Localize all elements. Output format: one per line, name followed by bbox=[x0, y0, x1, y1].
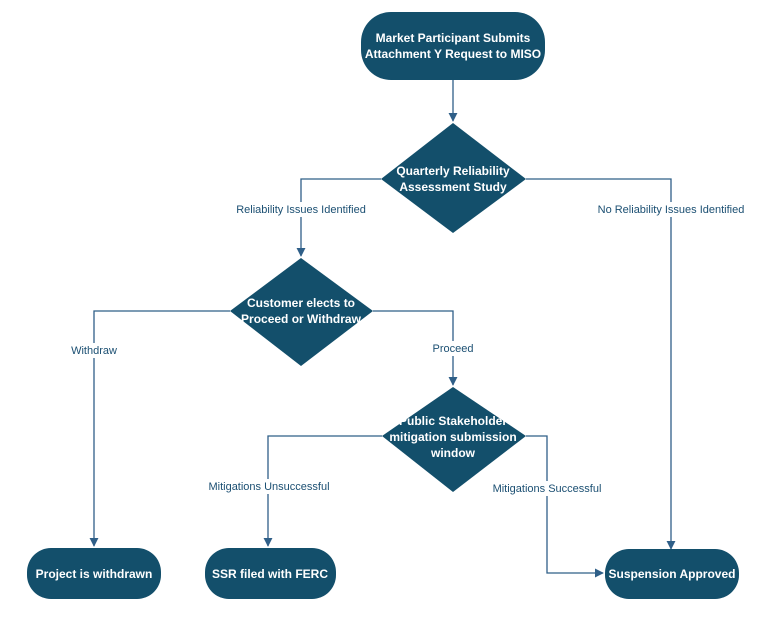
node-customer-decision: Customer elects to Proceed or Withdraw bbox=[230, 258, 373, 366]
node-public-decision: Public Stakeholder mitigation submission… bbox=[382, 387, 526, 492]
node-suspension-approved: Suspension Approved bbox=[605, 549, 739, 599]
node-quarterly-decision: Quarterly Reliability Assessment Study bbox=[381, 123, 526, 233]
node-public-line3: window bbox=[430, 446, 476, 460]
node-public-line1: Public Stakeholder bbox=[399, 414, 507, 428]
node-start-line1: Market Participant Submits bbox=[376, 31, 531, 45]
node-public-line2: mitigation submission bbox=[389, 430, 516, 444]
edge-customer-to-withdrawn bbox=[89, 310, 230, 547]
label-no-reliability-issues: No Reliability Issues Identified bbox=[598, 204, 745, 216]
label-mitigations-unsuccessful: Mitigations Unsuccessful bbox=[208, 481, 329, 493]
node-project-withdrawn: Project is withdrawn bbox=[27, 548, 161, 599]
edge-customer-to-public bbox=[373, 310, 458, 386]
edge-quarterly-to-approved bbox=[526, 178, 676, 550]
edge-quarterly-to-customer bbox=[296, 178, 381, 257]
label-proceed: Proceed bbox=[433, 343, 474, 355]
node-ssr-filed: SSR filed with FERC bbox=[205, 548, 336, 599]
edge-public-to-approved bbox=[526, 435, 604, 578]
edge-public-to-ssr bbox=[263, 435, 382, 547]
node-withdrawn-label: Project is withdrawn bbox=[36, 567, 153, 581]
node-customer-line2: Proceed or Withdraw bbox=[241, 312, 362, 326]
label-mitigations-successful: Mitigations Successful bbox=[493, 483, 602, 495]
node-approved-label: Suspension Approved bbox=[609, 567, 736, 581]
edge-labels: Reliability Issues Identified No Reliabi… bbox=[70, 202, 744, 496]
node-start-line2: Attachment Y Request to MISO bbox=[365, 47, 541, 61]
label-withdraw: Withdraw bbox=[71, 345, 117, 357]
connectors bbox=[89, 80, 676, 578]
node-quarterly-line1: Quarterly Reliability bbox=[396, 164, 510, 178]
node-start: Market Participant Submits Attachment Y … bbox=[361, 12, 545, 80]
node-ssr-label: SSR filed with FERC bbox=[212, 567, 328, 581]
label-reliability-issues: Reliability Issues Identified bbox=[236, 204, 366, 216]
node-customer-line1: Customer elects to bbox=[247, 296, 355, 310]
node-quarterly-line2: Assessment Study bbox=[399, 180, 507, 194]
